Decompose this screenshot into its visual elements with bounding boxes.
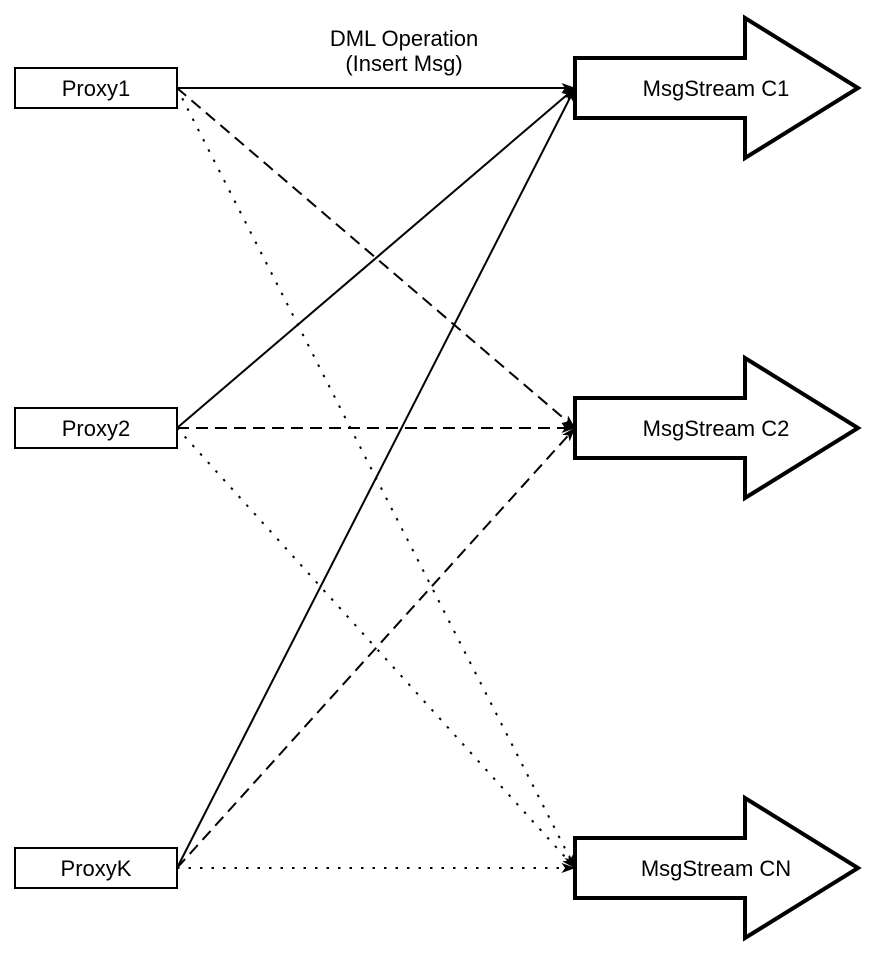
- edge-proxyk-c2: [176, 427, 576, 869]
- proxy-label-proxy2: Proxy2: [62, 416, 130, 441]
- stream-shapes: MsgStream C1 MsgStream C2 MsgStream CN: [573, 14, 862, 942]
- edge-caption-line2: (Insert Msg): [345, 51, 462, 76]
- proxy-shapes: Proxy1 Proxy2 ProxyK: [14, 67, 178, 889]
- edge-proxy2-c1: [176, 87, 576, 429]
- proxy-label-proxy1: Proxy1: [62, 76, 130, 101]
- stream-arrow-c1: [573, 14, 862, 162]
- proxy-label-proxyk: ProxyK: [61, 856, 132, 881]
- stream-label-c2: MsgStream C2: [643, 416, 790, 441]
- edge-proxy1-cn: [176, 87, 576, 869]
- edge-proxy1-c2: [176, 87, 576, 429]
- stream-label-cn: MsgStream CN: [641, 856, 791, 881]
- edges-layer: [176, 83, 576, 873]
- stream-arrow-c2: [573, 354, 862, 502]
- proxy-box-proxy1: [14, 67, 178, 109]
- edge-caption: DML Operation (Insert Msg): [330, 26, 478, 76]
- stream-label-c1: MsgStream C1: [643, 76, 790, 101]
- edge-caption-line1: DML Operation: [330, 26, 478, 51]
- stream-arrow-cn: [573, 794, 862, 942]
